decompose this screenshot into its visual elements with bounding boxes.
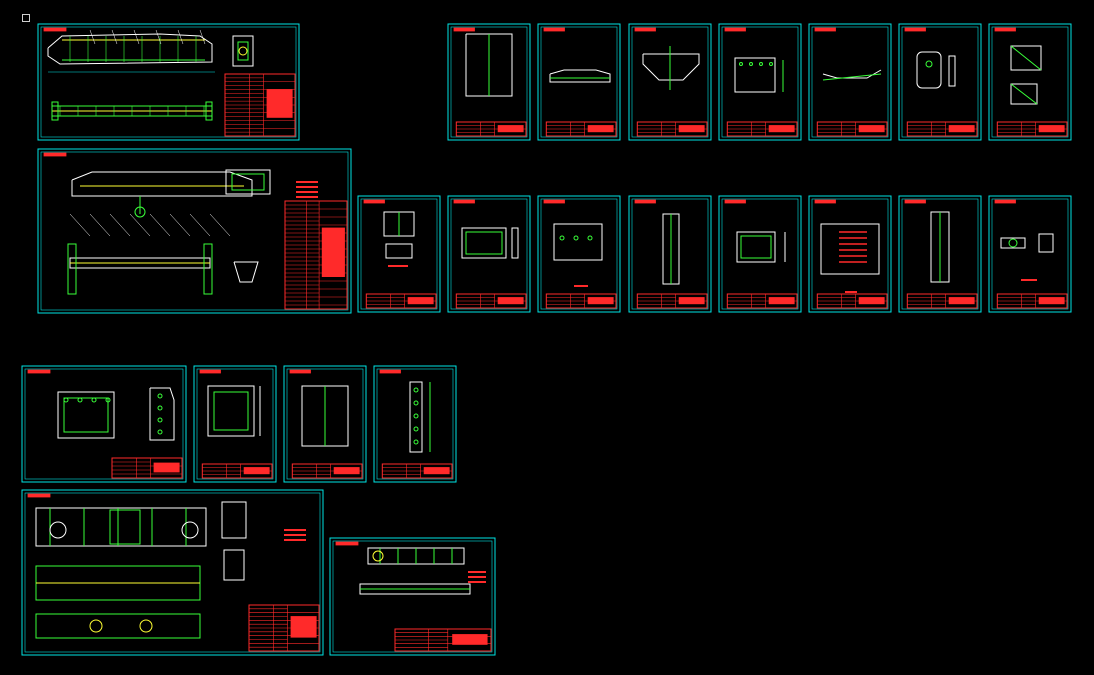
drawing-sheet-assembly-a[interactable] [37, 23, 300, 141]
drawing-sheet-part-funnel[interactable] [628, 23, 712, 141]
drawing-sheet-part-plain-panel[interactable] [283, 365, 367, 483]
drawing-sheet-part-rect-dims[interactable] [537, 195, 621, 313]
drawing-sheet-part-side-bar[interactable] [373, 365, 457, 483]
drawing-sheet-part-square-frame-2[interactable] [193, 365, 277, 483]
drawing-sheet-part-i-section[interactable] [357, 195, 441, 313]
drawing-sheet-part-beam[interactable] [537, 23, 621, 141]
drawing-sheet-assembly-d[interactable] [329, 537, 496, 656]
drawing-sheet-part-tall-bar-2[interactable] [898, 195, 982, 313]
selection-marker[interactable] [22, 14, 30, 22]
drawing-sheet-assembly-b[interactable] [37, 148, 352, 314]
drawing-sheet-part-plate-holes[interactable] [718, 23, 802, 141]
drawing-sheet-assembly-c[interactable] [21, 489, 324, 656]
drawing-sheet-part-table-panel[interactable] [808, 195, 892, 313]
drawing-sheet-part-square-frame[interactable] [718, 195, 802, 313]
drawing-sheet-part-rounded-plate[interactable] [898, 23, 982, 141]
drawing-sheet-part-bolt-detail[interactable] [988, 195, 1072, 313]
drawing-sheet-part-trapezoid[interactable] [447, 23, 531, 141]
drawing-sheet-part-tall-bar[interactable] [628, 195, 712, 313]
drawing-sheet-part-square-sub[interactable] [988, 23, 1072, 141]
drawing-sheet-part-rect-frame[interactable] [447, 195, 531, 313]
drawing-sheet-part-angle-bend[interactable] [808, 23, 892, 141]
drawing-sheet-part-wide-frame[interactable] [21, 365, 187, 483]
